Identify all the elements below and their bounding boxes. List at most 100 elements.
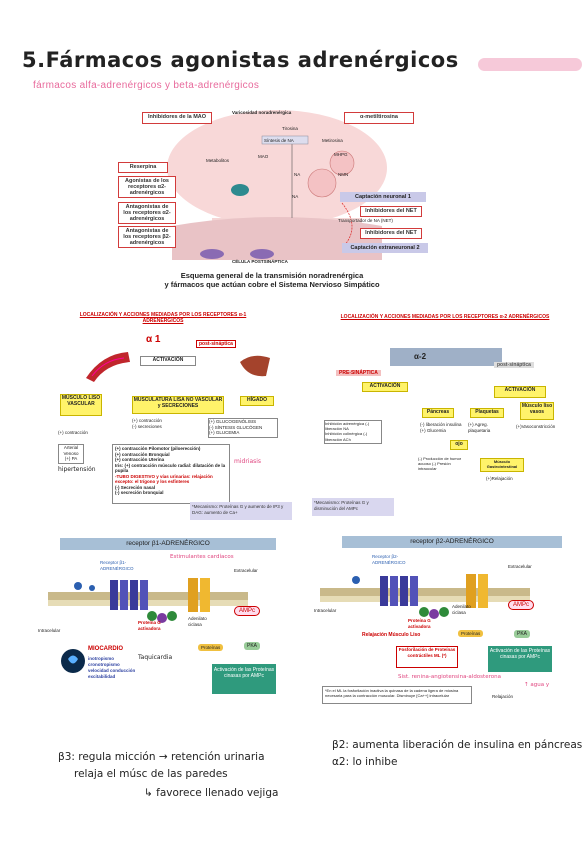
b1-proteins-label: Proteínas (198, 644, 224, 651)
alpha1-header: LOCALIZACIÓN Y ACCIONES MEDIADAS POR LOS… (79, 312, 247, 324)
myocardium-label: MIOCARDIO (88, 646, 123, 652)
b2-gprotein-label: Proteína G activadora (408, 618, 431, 629)
alpha1-effects-box: (+) contracción Pilomotor (piloerección)… (112, 444, 230, 504)
figure-noradrenergic-transmission: Inhibidores de la MAO Reserpina Agonista… (112, 108, 432, 298)
alpha2-antagonists-box: Antagonistas de los receptores α2-adrené… (118, 202, 176, 224)
eye-box: ojo (450, 440, 468, 450)
gi-muscle-box: Músculo Gastrointestinal (480, 458, 524, 472)
b2-intracellular-label: Intracelular (314, 608, 337, 613)
water-note: ↑ agua y (524, 682, 550, 688)
alpha1-receptor-label: α 1 (146, 334, 161, 345)
b1-intracellular-label: Intracelular (38, 628, 61, 633)
alpha2-mechanism-box: *Mecanismo: Proteínas G y disminución de… (312, 498, 394, 516)
alpha2-receptor-box (390, 348, 502, 366)
b2-adenylate-label: Adenilato ciclasa (452, 604, 471, 615)
page-title: 5.Fármacos agonistas adrenérgicos (22, 48, 459, 72)
b1-receptor-label: Receptor β1-ADRENÉRGICO (100, 560, 134, 571)
na-label-2: NA (292, 194, 299, 199)
alpha1-effect-3: (+) contracción Uterina (115, 457, 165, 462)
alpha-methyltyrosine-box: α-metiltirosina (344, 112, 414, 124)
b1-effect-4: excitabilidad (88, 674, 116, 679)
liver-effects-box: (+) GLUCOGENÓLISIS (-) SÍNTESIS GLUCÓGEN… (208, 418, 278, 438)
postsynaptic-cell-label: CÉLULA POSTSINÁPTICA (232, 259, 288, 264)
smooth-muscle-vascular-box: MÚSCULO LISO VASCULAR (60, 394, 102, 416)
contraction-label: (+) contracción (58, 430, 88, 435)
b2-relaxation-label: Relajación (492, 694, 514, 699)
noradrenergic-diagram (167, 110, 387, 260)
alpha2-inhibit-note: α2: lo inhibe (332, 756, 398, 768)
nmn-label: NMN (338, 172, 349, 177)
b2-proteins-label: Proteínas (458, 630, 484, 637)
mao-label: MAO (258, 154, 269, 159)
vessel-effects-box: Arterial Venoso (+) PA (58, 444, 84, 464)
alpha1-effect-1: (+) contracción Pilomotor (piloerección) (115, 446, 201, 451)
beta2-insulin-note: β2: aumenta liberación de insulina en pá… (332, 739, 583, 751)
liver-icon (240, 355, 270, 377)
blood-vessel-icon (86, 352, 130, 382)
b2-ampc-badge: AMPc (508, 600, 535, 610)
alpha2-header: LOCALIZACIÓN Y ACCIONES MEDIADAS POR LOS… (340, 314, 550, 320)
reserpine-box: Reserpina (118, 162, 168, 173)
tachycardia-note: Taquicardia (138, 654, 173, 661)
b1-extracellular-label: Extracelular (234, 568, 258, 573)
cardiac-stimulants-note: Estimulantes cardíacos (170, 554, 234, 560)
b1-effect-3: velocidad conducción (88, 668, 136, 673)
b1-adenylate-label: Adenilato ciclasa (188, 616, 207, 627)
presynaptic-effects-box: Inhibición adrenérgica (-) liberación NA… (324, 420, 382, 444)
b2-pk-activation-box: Activación de las Proteínas cinasas por … (488, 646, 552, 672)
pancreas-effects: (-) liberación insulina (+) Glucemia (420, 422, 462, 433)
smooth-muscle-relaxation: Relajación Músculo Liso (362, 632, 421, 638)
gi-relaxation: (+)Relajación (486, 476, 513, 481)
b1-ampc-badge: AMPc (234, 606, 261, 616)
metyrosine-label: Metirosina (322, 138, 343, 143)
title-highlight (478, 58, 582, 71)
alpha1-effect-5: -TUBO DIGESTIVO y vías urinarias: relaja… (115, 473, 213, 485)
alpha1-effect-2: (+) contracción Bronquial (115, 451, 170, 457)
beta2-membrane-diagram (320, 574, 530, 619)
contractile-phosphorylation-box: Fosforilación de Proteínas contráctiles … (396, 646, 458, 668)
beta3-note-2: relaja el músc de las paredes (74, 768, 228, 780)
post-activation-box: ACTIVACIÓN (494, 386, 546, 398)
na-synthesis-label: Síntesis de NA (264, 138, 294, 143)
figure-alpha1: LOCALIZACIÓN Y ACCIONES MEDIADAS POR LOS… (58, 308, 308, 520)
b1-pka-label: PKA (244, 642, 261, 650)
alpha1-post-label: post-sináptica (196, 340, 236, 348)
figure-beta1: receptor β1-ADRENÉRGICO Estimulantes car… (38, 536, 298, 708)
platelets-box: Plaquetas (470, 408, 504, 418)
b1-gprotein-label: Proteína G activadora (138, 620, 161, 631)
b2-note-box: *En el ML la fosforilación inactiva la q… (322, 686, 472, 704)
tyrosine-label: Tirosina (282, 126, 298, 131)
neuronal-uptake-1-box: Captación neuronal 1 (340, 192, 426, 202)
nonvascular-smooth-muscle-box: MUSCULATURA LISA NO VASCULAR y SECRECION… (132, 396, 224, 414)
alpha1-effect-4: Iris: (+) contracción músculo radial: di… (115, 462, 226, 474)
heart-icon (61, 649, 85, 673)
pancreas-box: Páncreas (422, 408, 454, 418)
beta2-title-bar: receptor β2-ADRENÉRGICO (342, 536, 562, 548)
alpha2-receptor-label: α-2 (414, 352, 427, 361)
presynaptic-label: PRE-SINÁPTICA (336, 370, 381, 376)
mhpg-label: MHPG (334, 152, 348, 157)
eye-effects: (-) Producción de humor acuoso (-) Presi… (418, 456, 462, 471)
metabolites-label: Metabolitos (206, 158, 230, 163)
raas-note: Sist. renina-angiotensina-aldosterona (398, 674, 501, 680)
hypertension-note: hipertensión (58, 466, 96, 473)
net-inhibitors-box-2: Inhibidores del NET (360, 228, 422, 239)
alpha2-agonists-box: Agonistas de los receptores α2-adrenérgi… (118, 176, 176, 198)
page-subtitle: fármacos alfa-adrenérgicos y beta-adrené… (33, 80, 260, 91)
beta3-note-1: β3: regula micción → retención urinaria (58, 751, 265, 763)
net-transporter-label: Transportador de NA (NET) (338, 218, 393, 223)
liver-box: HÍGADO (240, 396, 274, 406)
figure1-caption-line2: y fármacos que actúan cobre el Sistema N… (164, 280, 380, 289)
alpha1-effect-6: (-) Secreción nasal (115, 484, 156, 490)
mydriasis-note: midriasis (234, 458, 262, 465)
vascular-muscle-box: Músculo liso vasos (520, 402, 554, 420)
extraneuronal-uptake-2-box: Captación extraneuronal 2 (342, 243, 428, 253)
na-label-1: NA (294, 172, 301, 177)
alpha1-mechanism-box: *Mecanismo: Proteínas G y aumento de IP3… (190, 502, 292, 520)
b1-effect-1: inotropismo (88, 656, 114, 661)
alpha1-effect-7: (-) secreción bronquial (115, 490, 164, 495)
b2-receptor-label: Receptor β2-ADRENÉRGICO (372, 554, 406, 565)
pre-activation-box: ACTIVACIÓN (362, 382, 408, 392)
beta3-note-3: ↳ favorece llenado vejiga (144, 787, 279, 799)
postsynaptic-label: post-sináptica (494, 362, 534, 368)
